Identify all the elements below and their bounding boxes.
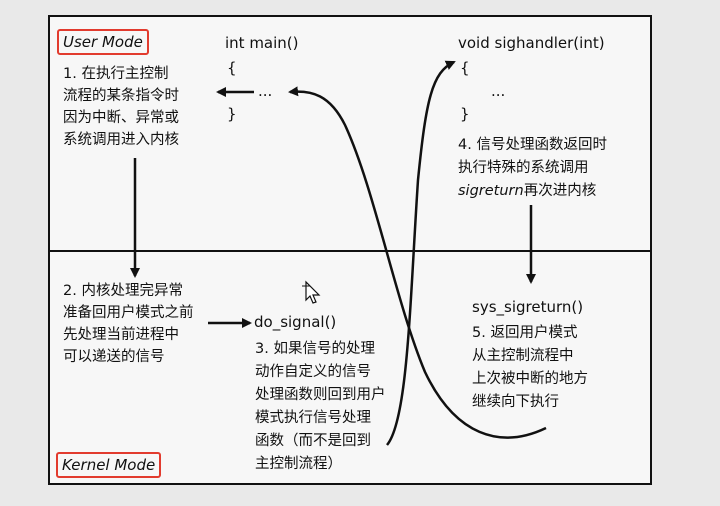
mouse-cursor-icon [302,280,321,304]
step3-line: 模式执行信号处理 [255,410,371,426]
sigreturn-term: sigreturn [458,183,524,199]
step5-line: 上次被中断的地方 [472,371,588,387]
sys-sigreturn-label: sys_sigreturn() [472,298,584,316]
step1-line: 1. 在执行主控制 [63,66,169,82]
step3-line: 处理函数则回到用户 [255,387,386,403]
step2-line: 准备回用户模式之前 [63,305,194,321]
step1-line: 流程的某条指令时 [63,88,179,104]
arrow-sigreturn-to-main [288,86,547,439]
step5-line: 从主控制流程中 [472,348,574,364]
step3-line: 动作自定义的信号 [255,364,371,380]
step4-line: 4. 信号处理函数返回时 [458,137,607,153]
step4-line: 执行特殊的系统调用 [458,160,589,176]
main-close-brace: } [227,105,237,123]
handler-dots: ... [491,82,506,100]
step1-line: 系统调用进入内核 [63,132,179,148]
step2-line: 可以递送的信号 [63,349,165,365]
arrow-do-signal-to-handler [386,60,456,446]
step1-line: 因为中断、异常或 [63,110,179,126]
handler-close-brace: } [460,105,470,123]
main-signature: int main() [225,34,299,52]
step3-line: 主控制流程） [255,456,342,472]
handler-signature: void sighandler(int) [458,34,605,52]
main-open-brace: { [227,59,237,77]
user-mode-label: User Mode [57,29,149,55]
step5-line: 继续向下执行 [472,394,559,410]
handler-open-brace: { [460,59,470,77]
step3-line: 函数（而不是回到 [255,433,371,449]
step4-line: sigreturn再次进内核 [458,180,596,202]
main-dots: ... [258,82,273,100]
step3-line: 3. 如果信号的处理 [255,341,375,357]
kernel-mode-label: Kernel Mode [56,452,162,478]
step2-line: 先处理当前进程中 [63,327,179,343]
step5-line: 5. 返回用户模式 [472,325,578,341]
do-signal-label: do_signal() [254,313,337,331]
step2-line: 2. 内核处理完异常 [63,283,183,299]
step4-suffix: 再次进内核 [523,183,597,199]
mode-divider [48,250,652,252]
